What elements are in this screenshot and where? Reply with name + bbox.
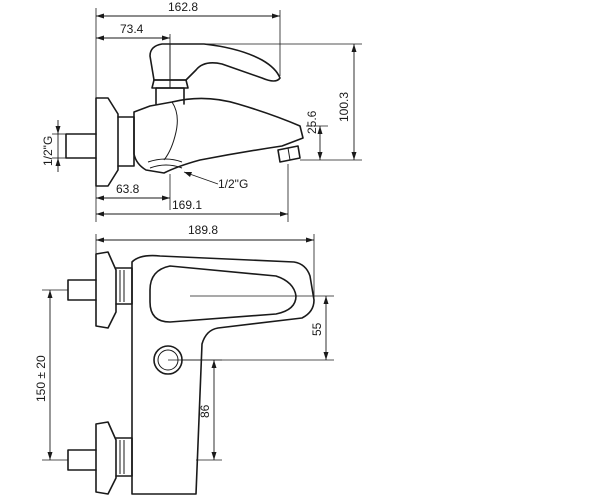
front-view: 189.8 55 150 ± 20 86 xyxy=(34,223,334,495)
side-outlet-nozzle xyxy=(277,145,301,163)
side-body-spout xyxy=(133,97,304,174)
side-wall-flange xyxy=(95,97,119,187)
dim-side-lever-offset: 73.4 xyxy=(120,22,144,36)
dim-side-outlet-thread: 1/2"G xyxy=(218,177,248,191)
dim-front-width: 189.8 xyxy=(188,223,218,237)
dim-front-lever-drop: 55 xyxy=(310,322,324,336)
side-aerator-slot xyxy=(147,158,183,169)
side-lever-handle xyxy=(149,43,281,82)
dim-side-spout-reach: 169.1 xyxy=(172,198,202,212)
front-lower-inlet-pipe xyxy=(67,449,97,471)
dim-side-total-length: 162.8 xyxy=(168,0,198,14)
dim-front-inlet-spacing: 150 ± 20 xyxy=(34,355,48,402)
side-view: 162.8 73.4 100.3 25.6 1/2"G 1/2"G 63.8 xyxy=(41,0,362,222)
dim-side-body-depth: 63.8 xyxy=(116,182,140,196)
side-inlet-pipe xyxy=(65,133,97,159)
front-body xyxy=(131,254,315,495)
side-nozzle-groove xyxy=(287,147,291,161)
dim-side-height: 100.3 xyxy=(337,92,351,122)
side-connector-nut xyxy=(117,116,135,167)
dim-side-inlet-thread: 1/2"G xyxy=(41,136,55,166)
front-lower-flange xyxy=(95,421,117,495)
front-lever xyxy=(149,265,297,323)
front-upper-flange xyxy=(95,251,117,329)
side-body-detail xyxy=(163,101,178,161)
dim-side-spout-height: 25.6 xyxy=(305,110,319,134)
dim-front-outlet-drop: 86 xyxy=(198,404,212,418)
front-upper-inlet-pipe xyxy=(67,279,97,301)
